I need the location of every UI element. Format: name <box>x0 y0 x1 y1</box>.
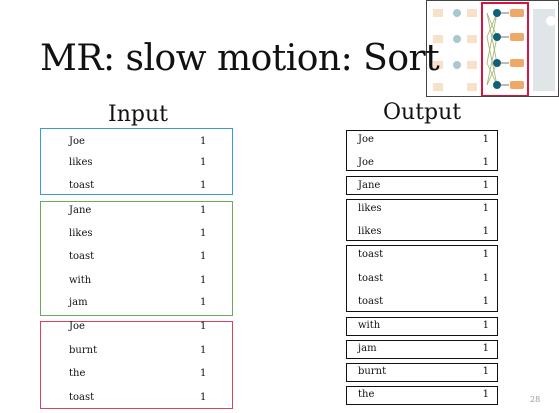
output-heading: Output <box>383 100 462 125</box>
shuffle-diagram-icon <box>433 2 556 96</box>
slide-title: MR: slow motion: Sort <box>40 38 440 79</box>
mapreduce-diagram-thumbnail <box>426 0 559 97</box>
page-number: 28 <box>530 395 541 404</box>
input-heading: Input <box>108 102 168 127</box>
